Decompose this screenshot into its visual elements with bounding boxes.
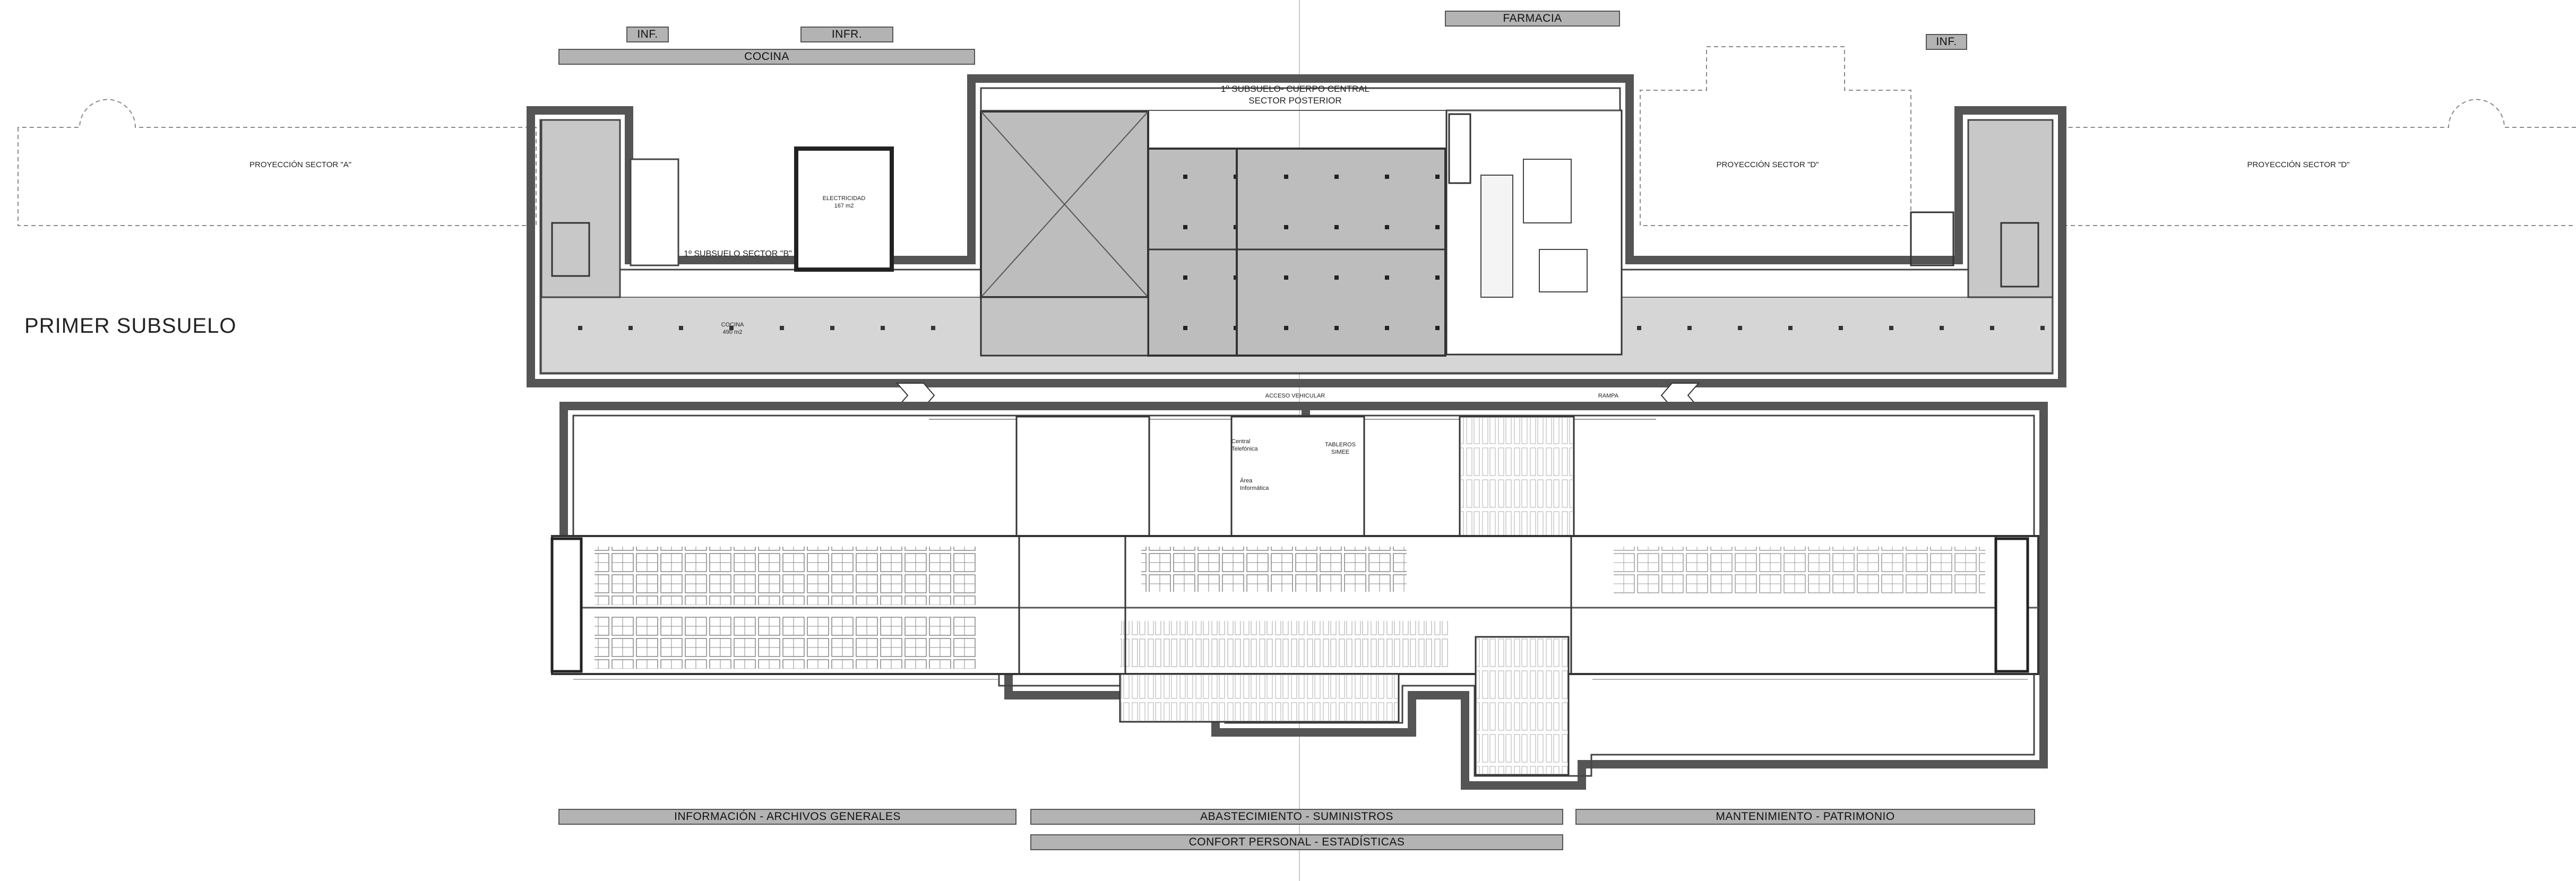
tag-infr: INFR. [800, 27, 893, 42]
tag-mantenimiento: MANTENIMIENTO - PATRIMONIO [1575, 809, 2035, 825]
upper-outer-wall [527, 74, 2066, 387]
label-tableros-1: TABLEROS [1325, 442, 1356, 448]
right-stair-core [1994, 537, 2029, 673]
tag-farmacia: FARMACIA [1445, 11, 1620, 27]
central-wing-left [1015, 416, 1150, 540]
label-central-telefonica-1: Central [1231, 438, 1251, 445]
label-proyeccion-a: PROYECCIÓN SECTOR "A" [249, 160, 352, 169]
right-tower [1967, 119, 2054, 298]
tag-inf-right: INF. [1926, 34, 1967, 50]
label-central-telefonica-2: Telefónica [1231, 446, 1258, 452]
lower-outer-wall [559, 402, 2048, 790]
tag-cocina: COCINA [558, 49, 975, 65]
label-electricidad-area: 167 m2 [834, 203, 854, 209]
entrance-markers [895, 383, 1700, 408]
right-service-block [1445, 109, 1623, 356]
label-acceso-vehicular: ACCESO VEHICULAR [1265, 393, 1325, 399]
label-area-informatica-2: Informática [1240, 485, 1269, 491]
label-central-line2: SECTOR POSTERIOR [1248, 96, 1342, 106]
tag-abastecimiento: ABASTECIMIENTO - SUMINISTROS [1030, 809, 1563, 825]
label-proyeccion-d-right: PROYECCIÓN SECTOR "D" [2247, 160, 2350, 169]
tag-informacion: INFORMACIÓN - ARCHIVOS GENERALES [558, 809, 1016, 825]
upper-block [527, 74, 2066, 387]
label-electricidad: ELECTRICIDAD [822, 195, 866, 202]
lower-block [550, 402, 2048, 790]
electricidad-room [794, 146, 894, 272]
label-cocina-room: COCINA [721, 322, 744, 328]
page-title: PRIMER SUBSUELO [24, 314, 237, 338]
label-area-informatica-1: Área [1240, 478, 1253, 484]
left-tower [540, 119, 621, 298]
label-tableros-2: SIMEE [1331, 449, 1350, 455]
label-subsuelo-b: 1º SUBSUELO SECTOR "B" [684, 249, 792, 258]
label-proyeccion-d-mid: PROYECCIÓN SECTOR "D" [1716, 160, 1819, 169]
label-central-line1: 1º SUBSUELO- CUERPO CENTRAL [1220, 84, 1370, 94]
label-cocina-area: 490 m2 [722, 329, 743, 335]
left-stair-core [550, 537, 583, 673]
tag-inf-left: INF. [626, 27, 669, 42]
tag-confort: CONFORT PERSONAL - ESTADÍSTICAS [1030, 834, 1563, 850]
label-rampa: RAMPA [1598, 393, 1619, 399]
central-wing-mid [1230, 416, 1365, 540]
